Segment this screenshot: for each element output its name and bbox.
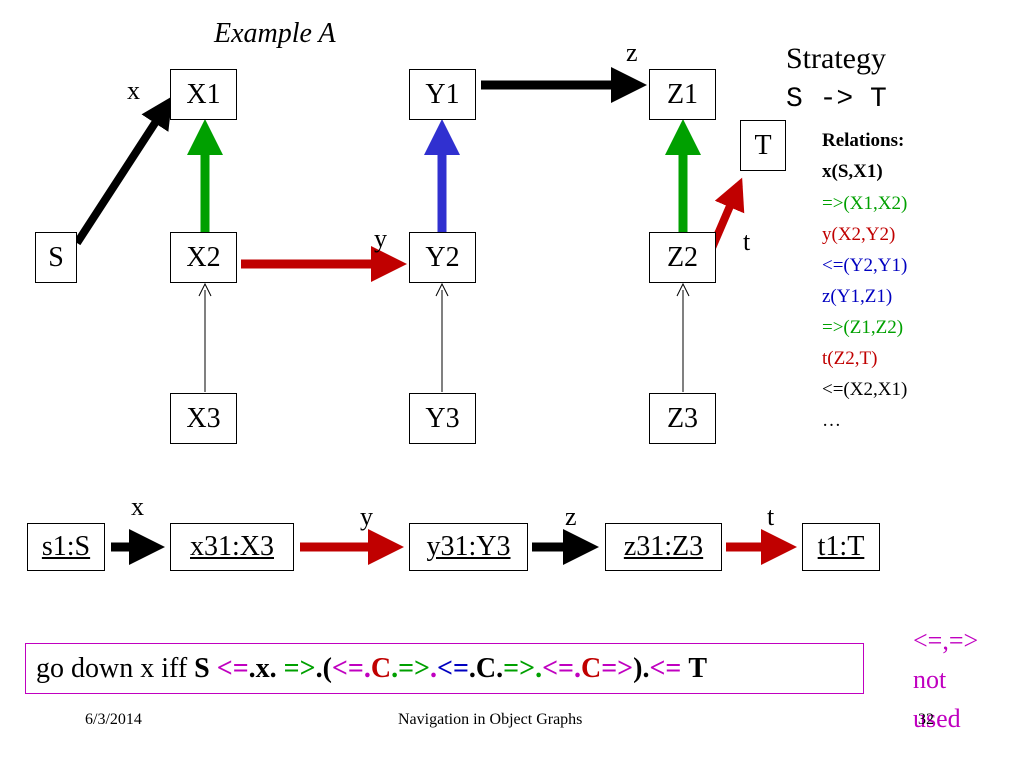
formula-part: => — [601, 653, 634, 684]
relation-item: … — [822, 410, 841, 431]
obj-label-t: t — [767, 502, 775, 531]
formula-S: S — [194, 653, 210, 684]
formula-part: <= — [216, 653, 249, 684]
formula-part: <= — [331, 653, 364, 684]
formula-part: . — [573, 653, 581, 684]
note-line-2: not — [913, 665, 947, 694]
node-y1: Y1 — [409, 69, 476, 120]
node-z3: Z3 — [649, 393, 716, 444]
object-s1: s1:S — [27, 523, 105, 571]
formula-part: . — [363, 653, 371, 684]
node-x1: X1 — [170, 69, 237, 120]
relation-item: y(X2,Y2) — [822, 224, 896, 245]
strategy-expr: S -> T — [786, 84, 887, 115]
node-x3: X3 — [170, 393, 237, 444]
relation-item: t(Z2,T) — [822, 348, 878, 369]
formula-part: . — [429, 653, 437, 684]
footer-date: 6/3/2014 — [85, 711, 142, 728]
relation-item: =>(Z1,Z2) — [822, 317, 904, 338]
formula-part: .( — [315, 653, 332, 684]
relation-item: =>(X1,X2) — [822, 193, 908, 214]
node-s: S — [35, 232, 77, 283]
edge-label-y: y — [374, 224, 387, 253]
footer-title: Navigation in Object Graphs — [398, 711, 583, 728]
formula-part: .x. — [248, 653, 277, 684]
obj-label-x: x — [131, 492, 144, 521]
relation-item: z(Y1,Z1) — [822, 286, 893, 307]
formula-part: <= — [649, 653, 682, 684]
node-z1: Z1 — [649, 69, 716, 120]
object-t1: t1:T — [802, 523, 880, 571]
node-z2: Z2 — [649, 232, 716, 283]
slide-title: Example A — [214, 18, 336, 49]
formula-box: go down x iff S <=.x. =>.(<=.C.=>.<=.C.=… — [25, 643, 864, 694]
edge-x-s-x1 — [73, 96, 173, 246]
formula-part: <= — [436, 653, 469, 684]
relation-item: <=(X2,X1) — [822, 379, 908, 400]
edge-label-x: x — [127, 76, 140, 105]
object-z31: z31:Z3 — [605, 523, 722, 571]
formula-part: . — [496, 653, 504, 684]
formula-part: C — [475, 653, 497, 684]
footer-page-number: 32 — [918, 711, 934, 728]
relation-item: x(S,X1) — [822, 161, 883, 182]
formula-part: => — [398, 653, 430, 684]
obj-label-z: z — [565, 502, 577, 531]
formula-part: ). — [633, 653, 650, 684]
edge-label-z: z — [626, 38, 638, 67]
formula-part: . — [391, 653, 399, 684]
relation-item: <=(Y2,Y1) — [822, 255, 908, 276]
formula-part: . — [535, 653, 543, 684]
node-t: T — [740, 120, 786, 171]
formula-part: => — [283, 653, 316, 684]
note-line-3: used — [913, 704, 961, 733]
formula-part: C — [370, 653, 392, 684]
formula-part: C — [580, 653, 602, 684]
edge-label-t: t — [743, 227, 751, 256]
node-x2: X2 — [170, 232, 237, 283]
object-x31: x31:X3 — [170, 523, 294, 571]
node-y3: Y3 — [409, 393, 476, 444]
node-y2: Y2 — [409, 232, 476, 283]
formula-part: . — [468, 653, 476, 684]
strategy-label: Strategy — [786, 42, 886, 75]
obj-label-y: y — [360, 502, 373, 531]
relations-heading: Relations: — [822, 130, 905, 151]
object-y31: y31:Y3 — [409, 523, 528, 571]
formula-part: => — [503, 653, 536, 684]
formula-part: <= — [542, 653, 574, 684]
note-line-1: <=,=> — [913, 626, 979, 655]
formula-T: T — [688, 653, 708, 684]
formula-prefix: go down x iff — [36, 653, 188, 684]
